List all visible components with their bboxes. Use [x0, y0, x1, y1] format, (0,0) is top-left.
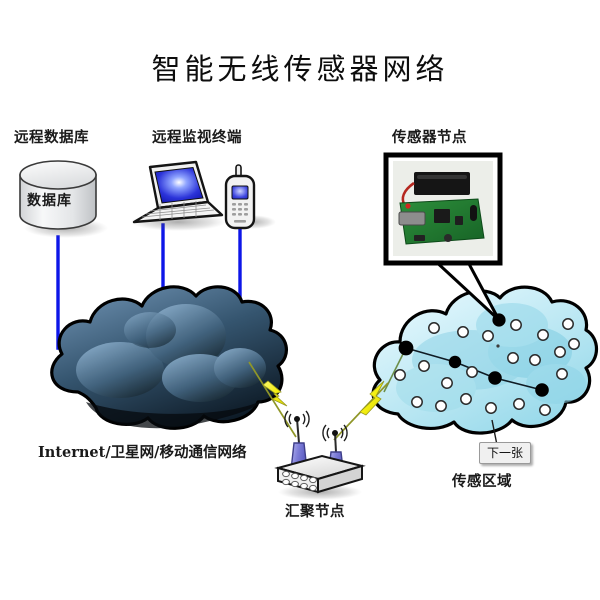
router-side-face: [317, 464, 363, 494]
antenna-left-tip: [294, 416, 300, 422]
sensor-node-idle: [457, 326, 469, 338]
sense-lobe-5: [526, 364, 586, 404]
remote-terminal-laptop: [130, 160, 226, 231]
sensor-node-idle: [554, 346, 566, 358]
label-sink-node: 汇聚节点: [285, 504, 345, 520]
remote-terminal-phone: [224, 164, 276, 230]
battery-pack-highlight: [417, 175, 467, 179]
storm-lobe-5: [124, 312, 176, 348]
sensor-nodes-active: [398, 313, 549, 397]
laptop-keyboard: [141, 201, 215, 220]
pcb-antenna-module: [470, 205, 477, 221]
sensor-node-idle: [441, 377, 453, 389]
internet-cloud: [50, 285, 288, 430]
storm-lobe-1: [76, 342, 164, 398]
sink-node-router: [274, 410, 366, 500]
pcb-switch: [414, 235, 425, 241]
pcb-connector: [398, 211, 426, 226]
label-database-cylinder: 数据库: [27, 193, 72, 209]
signal-waves-right-icon: [322, 424, 348, 442]
sensor-node-idle: [556, 368, 568, 380]
antenna-left-rod: [296, 418, 300, 444]
database-top: [19, 160, 97, 190]
laptop-base: [132, 200, 224, 224]
page-title: 智能无线传感器网络: [151, 52, 449, 86]
sensor-node-idle: [435, 400, 447, 412]
sensor-nodes-idle: [394, 318, 580, 416]
sensor-node-idle: [529, 354, 541, 366]
pcb-led: [405, 203, 411, 209]
storm-lobe-4: [214, 348, 266, 388]
antenna-right-rod: [334, 432, 337, 453]
sensor-node-idle: [562, 318, 574, 330]
antenna-right-tip: [332, 430, 338, 436]
next-image-tooltip[interactable]: 下一张: [479, 442, 532, 464]
sensor-route-edge-to-sink: [383, 347, 407, 393]
sensor-node-photo: [393, 161, 493, 256]
sensor-node-idle: [466, 366, 478, 378]
phone-screen: [231, 185, 249, 200]
sensing-area-cloud: [371, 285, 599, 451]
pcb-power-jack: [444, 234, 452, 242]
sensor-node-callout: [383, 152, 503, 322]
sensor-node-idle: [485, 402, 497, 414]
storm-cloud-shadow-base: [86, 400, 262, 429]
sensor-node-active: [488, 371, 502, 385]
sensor-node-idle: [428, 322, 440, 334]
label-internet-network: Internet/卫星网/移动通信网络: [38, 444, 247, 461]
label-sensor-node: 传感器节点: [392, 130, 467, 146]
label-sensing-area: 传感区域: [452, 474, 512, 490]
sensor-node-active: [535, 383, 549, 397]
sensor-node-idle: [539, 404, 551, 416]
sensor-node-active: [448, 355, 462, 369]
sensor-node-idle: [482, 330, 494, 342]
lightning-bolt-left: [262, 380, 288, 407]
sensor-node-idle: [510, 319, 522, 331]
label-remote-database: 远程数据库: [14, 130, 89, 146]
sensor-node-idle: [537, 329, 549, 341]
sensor-node-marker-dot: [496, 344, 500, 348]
sensor-node-idle: [418, 360, 430, 372]
sensor-node-idle: [507, 352, 519, 364]
laptop-screen: [154, 166, 204, 204]
database-body: [19, 174, 97, 230]
sensor-node-idle: [411, 396, 423, 408]
pcb-microcontroller: [434, 209, 450, 223]
remote-database-cylinder: [19, 160, 108, 238]
storm-cloud-inner-lobes: [76, 304, 266, 402]
phone-keypad: [232, 203, 248, 223]
sensor-node-active: [398, 340, 414, 356]
lightning-bolt-right: [359, 380, 385, 416]
sensor-node-idle: [513, 398, 525, 410]
pcb-chip-small: [455, 216, 463, 225]
signal-waves-left-icon: [284, 410, 310, 428]
router-port-leds: [282, 470, 317, 492]
sensor-node-idle: [394, 369, 406, 381]
label-remote-monitoring-terminal: 远程监视终端: [152, 130, 242, 146]
sensor-node-idle: [460, 393, 472, 405]
sensor-node-idle: [568, 338, 580, 350]
